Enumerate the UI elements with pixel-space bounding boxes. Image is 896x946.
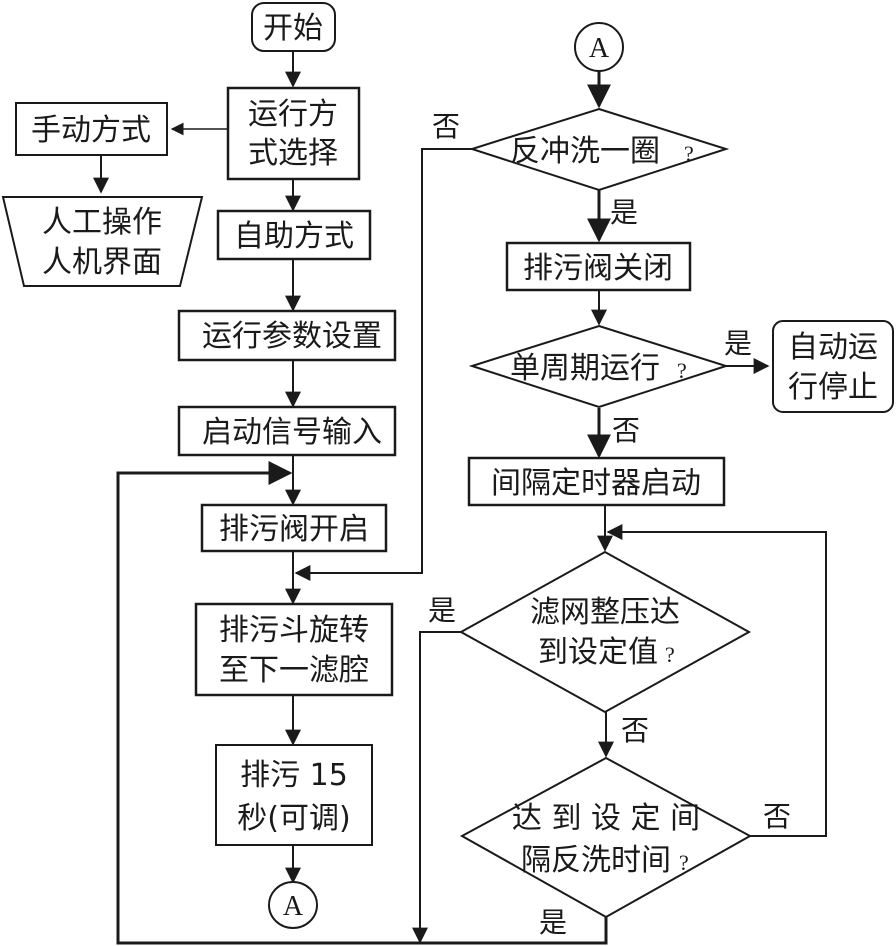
node-param-setup-label: 运行参数设置 (202, 319, 382, 354)
edge-label-backwash-yes: 是 (610, 196, 638, 229)
node-connector-a-in: A (574, 22, 624, 72)
node-start: 开始 (251, 2, 336, 52)
node-pressure-check-line2: 到设定值 (538, 635, 658, 670)
node-single-cycle-label: 单周期运行 (510, 351, 660, 386)
node-connector-a-out: A (268, 881, 318, 929)
edges (93, 52, 827, 945)
node-pressure-check-line1: 滤网整压达 (530, 595, 680, 630)
node-auto-mode-label: 自助方式 (234, 219, 354, 254)
edge-label-pressure-no: 否 (621, 714, 649, 747)
node-interval-check-line1: 达 到 设 定 间 (512, 801, 700, 836)
node-interval-check-qmark: ? (679, 850, 689, 875)
node-valve-open-label: 排污阀开启 (219, 512, 369, 547)
edge-label-interval-yes: 是 (539, 906, 567, 939)
node-auto-stop-line2: 行停止 (788, 370, 878, 405)
edge-label-backwash-no: 否 (432, 110, 460, 143)
node-backwash-cycle-qmark: ? (684, 141, 694, 166)
node-rotate: 排污斗旋转 至下一滤腔 (194, 602, 394, 697)
node-hmi: 人工操作 人机界面 (1, 196, 204, 287)
node-rotate-line1: 排污斗旋转 (219, 613, 369, 648)
node-pressure-check-qmark: ? (665, 642, 675, 667)
node-auto-stop-line1: 自动运 (788, 330, 878, 365)
node-auto-mode: 自助方式 (216, 209, 372, 261)
node-interval-check: 达 到 设 定 间 隔反洗时间 ? (459, 756, 753, 919)
node-valve-open: 排污阀开启 (200, 503, 388, 553)
node-valve-close-label: 排污阀关闭 (523, 251, 673, 286)
node-single-cycle: 单周期运行 ? (468, 324, 730, 409)
edge-label-single-yes: 是 (724, 327, 752, 360)
node-param-setup: 运行参数设置 (177, 309, 397, 362)
node-start-signal: 启动信号输入 (177, 405, 397, 457)
edge-interval-yes-to-bus (116, 461, 608, 945)
node-manual-mode-label: 手动方式 (31, 113, 151, 148)
edge-label-single-no: 否 (612, 414, 640, 447)
node-hmi-line1: 人工操作 (42, 205, 162, 240)
node-manual-mode: 手动方式 (15, 102, 168, 156)
node-drain-line2: 秒(可调) (237, 801, 350, 836)
node-mode-select: 运行方 式选择 (226, 86, 361, 181)
node-interval-check-line2: 隔反洗时间 (521, 843, 671, 878)
node-start-label: 开始 (263, 11, 323, 46)
node-drain: 排污 15 秒(可调) (215, 744, 373, 846)
node-single-cycle-qmark: ? (677, 358, 687, 383)
node-timer-start: 间隔定时器启动 (467, 456, 726, 507)
node-start-signal-label: 启动信号输入 (202, 415, 382, 450)
connector-a-in-label: A (589, 33, 610, 64)
edge-label-interval-no: 否 (763, 800, 791, 833)
node-valve-close: 排污阀关闭 (505, 241, 692, 292)
edge-label-pressure-yes: 是 (428, 594, 456, 627)
edge-pressure-yes-to-bus (412, 631, 461, 944)
node-backwash-cycle: 反冲洗一圈 ? (468, 107, 730, 192)
node-hmi-line2: 人机界面 (42, 245, 162, 280)
edge-interval-no-loop (606, 524, 827, 837)
node-drain-line1: 排污 15 (240, 758, 348, 793)
node-pressure-check: 滤网整压达 到设定值 ? (458, 550, 752, 714)
node-rotate-line2: 至下一滤腔 (219, 653, 369, 688)
node-mode-select-line2: 式选择 (248, 136, 338, 171)
connector-a-out-label: A (283, 891, 304, 922)
node-timer-start-label: 间隔定时器启动 (491, 466, 701, 501)
node-mode-select-line1: 运行方 (248, 97, 338, 132)
node-auto-stop: 自动运 行停止 (772, 320, 894, 413)
edge-backwash-no-to-rotate (294, 148, 472, 581)
node-backwash-cycle-label: 反冲洗一圈 (510, 134, 660, 169)
